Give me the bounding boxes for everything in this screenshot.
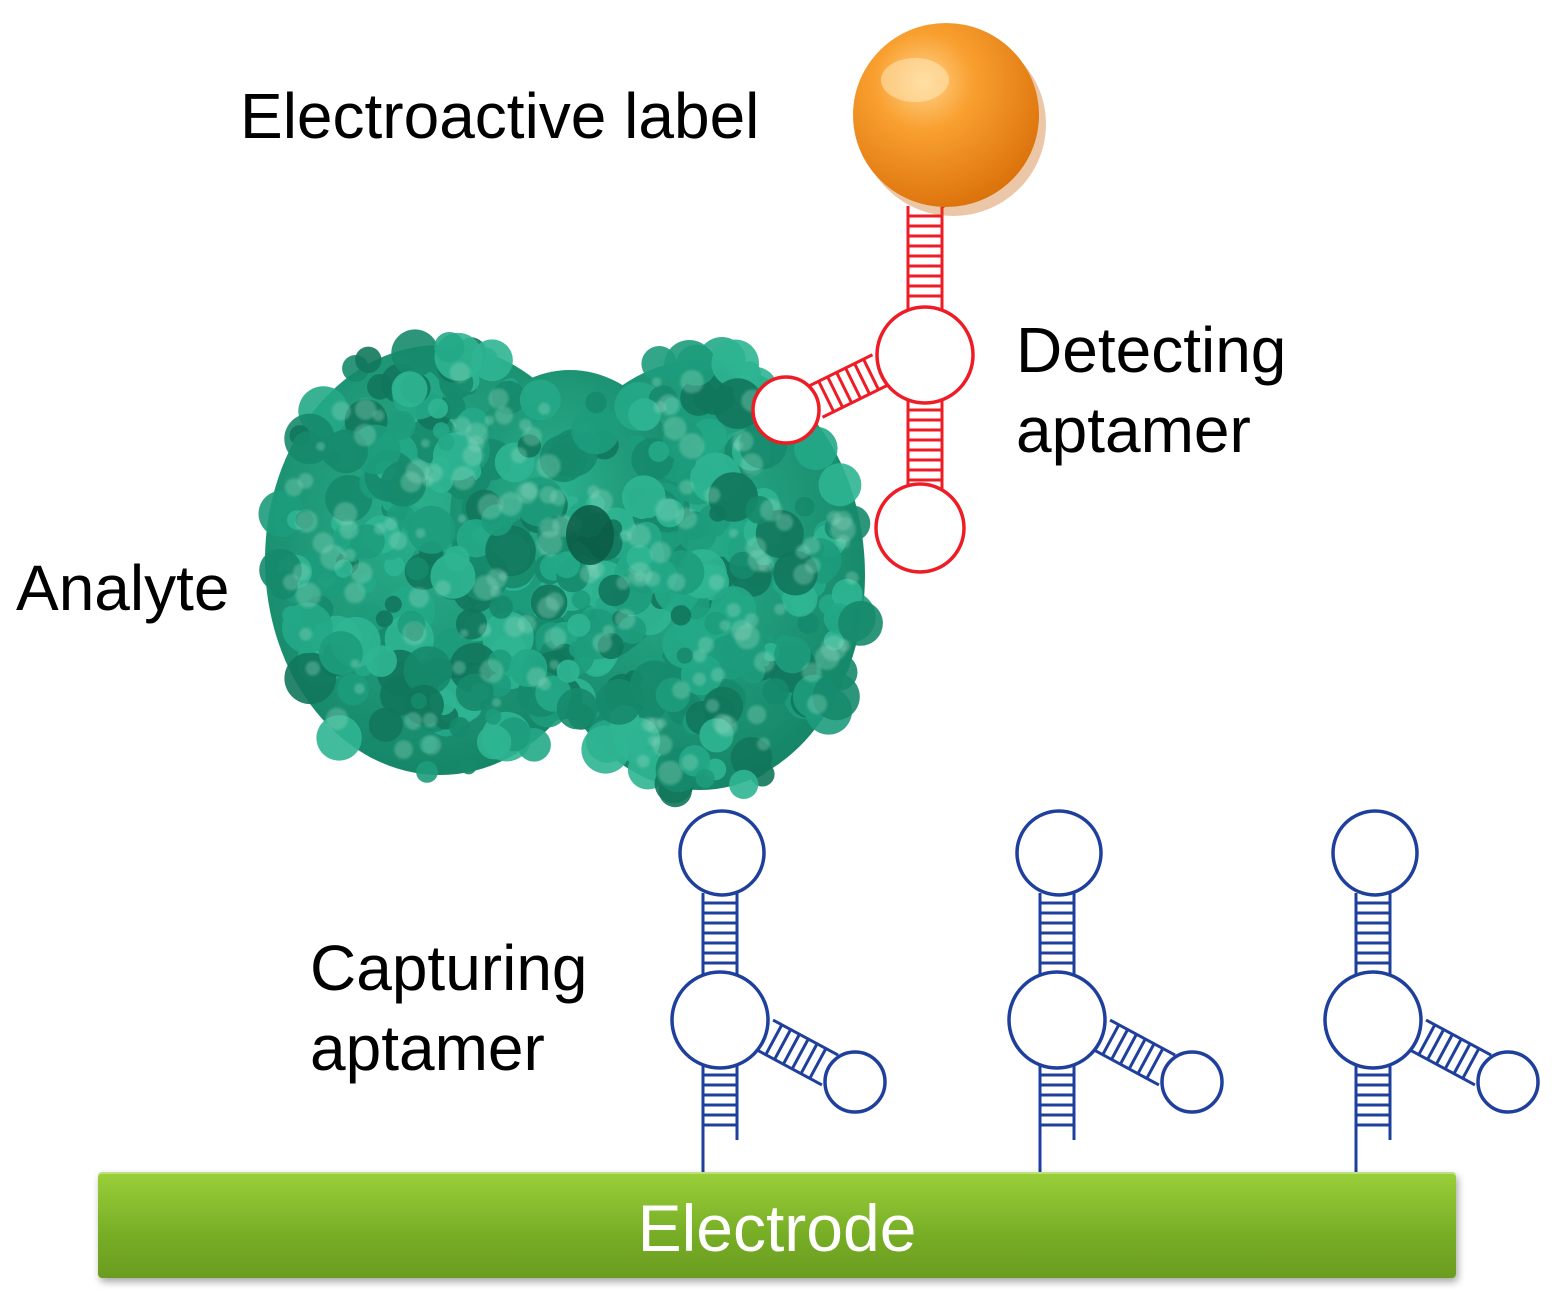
detecting-side-stem [806,353,889,419]
capturing-side-loop [1160,1050,1224,1114]
detecting-aptamer [751,206,975,574]
capturing-aptamer-1 [670,809,887,1172]
electrode-label: Electrode [637,1191,917,1265]
capturing-side-loop [1476,1050,1540,1114]
capturing-side-stem [1409,1018,1492,1087]
capturing-side-stem [1093,1018,1176,1087]
detecting-top-stem [906,206,944,310]
detecting-aptamer-label: Detecting aptamer [1016,310,1286,470]
capturing-top-loop [1331,809,1419,897]
capturing-side-stem [756,1018,839,1087]
capturing-aptamer-3 [1323,809,1540,1172]
electroactive-label-ball [853,23,1046,216]
detecting-center-loop [875,305,975,405]
analyte-label: Analyte [16,552,230,624]
capturing-aptamer-label: Capturing aptamer [310,928,588,1088]
capturing-center-loop [670,970,770,1070]
capturing-aptamers [670,809,1540,1172]
capturing-bottom-stem [1354,1065,1392,1140]
electroactive-label-text: Electroactive label [240,80,760,152]
detecting-side-loop [751,375,821,445]
capturing-bottom-stem [701,1065,739,1140]
capturing-center-loop [1323,970,1423,1070]
capturing-aptamer-2 [1007,809,1224,1172]
capturing-top-loop [678,809,766,897]
analyte-protein [258,329,883,808]
capturing-side-loop [823,1050,887,1114]
capturing-top-stem [701,893,739,975]
detecting-bottom-stem [906,400,944,490]
detecting-aptamer-line2: aptamer [1016,394,1251,466]
capturing-center-loop [1007,970,1107,1070]
capturing-top-loop [1015,809,1103,897]
capturing-bottom-stem [1038,1065,1076,1140]
electrode-bar: Electrode [98,1172,1456,1278]
capturing-top-stem [1354,893,1392,975]
capturing-top-stem [1038,893,1076,975]
capturing-aptamer-line1: Capturing [310,932,588,1004]
capturing-aptamer-line2: aptamer [310,1012,545,1084]
detecting-bottom-loop [874,482,966,574]
detecting-aptamer-line1: Detecting [1016,314,1287,386]
